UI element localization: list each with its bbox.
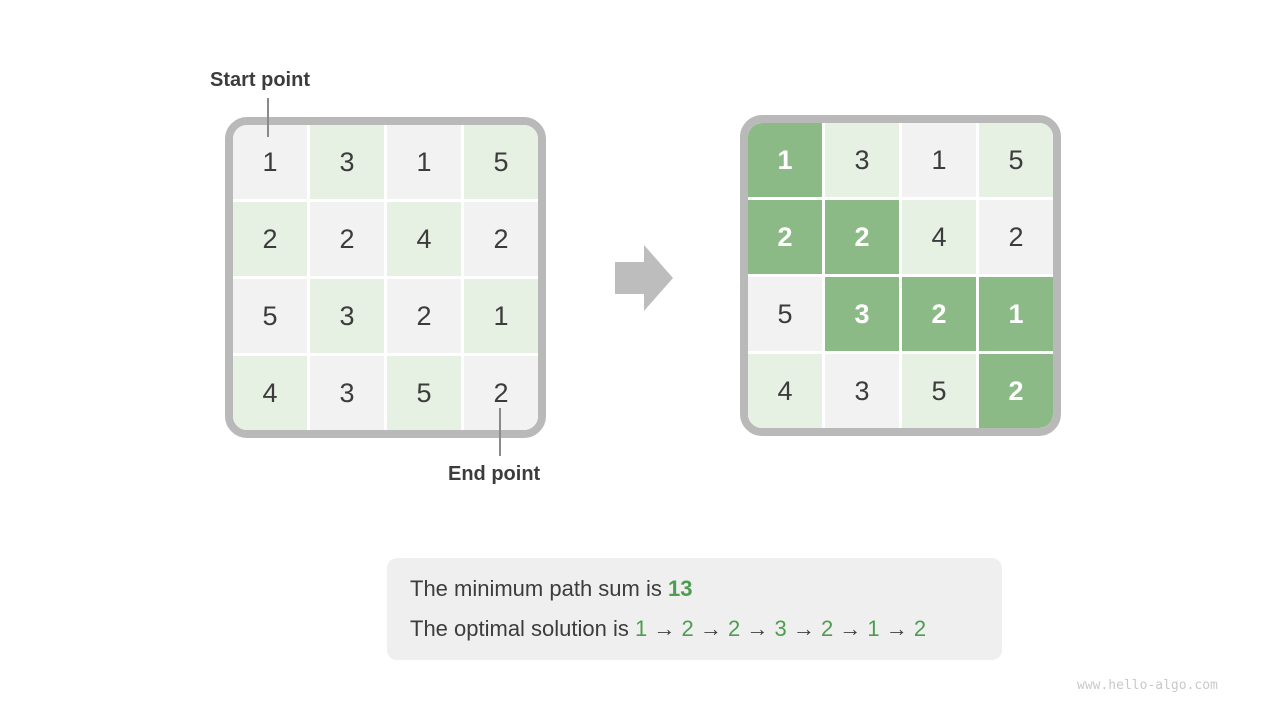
grid-cell-r3c1: 3: [310, 356, 384, 430]
path-number: 1: [867, 616, 880, 641]
path-number: 2: [681, 616, 694, 641]
grid-cell-r2c3: 1: [464, 279, 538, 353]
path-number: 2: [913, 616, 927, 641]
grid-cell-r3c0: 4: [233, 356, 307, 430]
arrow-separator: →: [786, 616, 821, 641]
grid-cell-r1c3: 2: [979, 200, 1053, 274]
optimal-solution-line: The optimal solution is 1 → 2 → 2 → 3 → …: [410, 616, 1002, 642]
grid-cell-r2c0: 5: [233, 279, 307, 353]
grid-cell-r3c2: 5: [387, 356, 461, 430]
optimal-solution-text: The optimal solution is: [410, 616, 635, 641]
min-sum-line: The minimum path sum is 13: [410, 576, 1002, 602]
grid-cell-r1c3: 2: [464, 202, 538, 276]
end-point-label: End point: [448, 463, 541, 485]
grid-cell-r3c1: 3: [825, 354, 899, 428]
grid-cell-r2c1: 3: [825, 277, 899, 351]
path-number: 2: [727, 616, 741, 641]
watermark: www.hello-algo.com: [1077, 678, 1218, 693]
start-pointer-line: [267, 98, 269, 137]
min-sum-value: 13: [667, 576, 693, 601]
grid-cell-r1c1: 2: [310, 202, 384, 276]
grid-cell-r3c2: 5: [902, 354, 976, 428]
arrow-separator: →: [833, 616, 868, 641]
summary-box: The minimum path sum is 13 The optimal s…: [387, 558, 1002, 660]
grid-cell-r2c2: 2: [387, 279, 461, 353]
grid-cell-r3c3: 2: [464, 356, 538, 430]
grid-cell-r0c1: 3: [825, 123, 899, 197]
grid-cell-r1c2: 4: [902, 200, 976, 274]
grid-cell-r3c0: 4: [748, 354, 822, 428]
grid-cell-r0c2: 1: [387, 125, 461, 199]
grid-cell-r1c0: 2: [233, 202, 307, 276]
grid-cell-r0c1: 3: [310, 125, 384, 199]
path-number: 1: [635, 616, 648, 641]
min-sum-text: The minimum path sum is: [410, 576, 668, 601]
grid-cell-r2c1: 3: [310, 279, 384, 353]
transform-right-arrow-icon: [615, 245, 673, 311]
grid-cell-r0c0: 1: [233, 125, 307, 199]
arrow-separator: →: [647, 616, 682, 641]
path-number: 3: [774, 616, 787, 641]
grid-cell-r2c2: 2: [902, 277, 976, 351]
grid-cell-r3c3: 2: [979, 354, 1053, 428]
grid-cell-r2c3: 1: [979, 277, 1053, 351]
grid-cell-r0c3: 5: [464, 125, 538, 199]
path-number: 2: [820, 616, 834, 641]
end-pointer-line: [499, 408, 501, 456]
grid-cell-r1c2: 4: [387, 202, 461, 276]
grid-cell-r0c0: 1: [748, 123, 822, 197]
grid-cell-r1c1: 2: [825, 200, 899, 274]
grid-cell-r1c0: 2: [748, 200, 822, 274]
arrow-separator: →: [879, 616, 914, 641]
arrow-separator: →: [740, 616, 775, 641]
arrow-separator: →: [693, 616, 728, 641]
start-point-label: Start point: [210, 69, 310, 91]
grid-cell-r0c2: 1: [902, 123, 976, 197]
grid-cell-r2c0: 5: [748, 277, 822, 351]
solution-sequence: 1 → 2 → 2 → 3 → 2 → 1 → 2: [635, 616, 926, 641]
grid-cell-r0c3: 5: [979, 123, 1053, 197]
